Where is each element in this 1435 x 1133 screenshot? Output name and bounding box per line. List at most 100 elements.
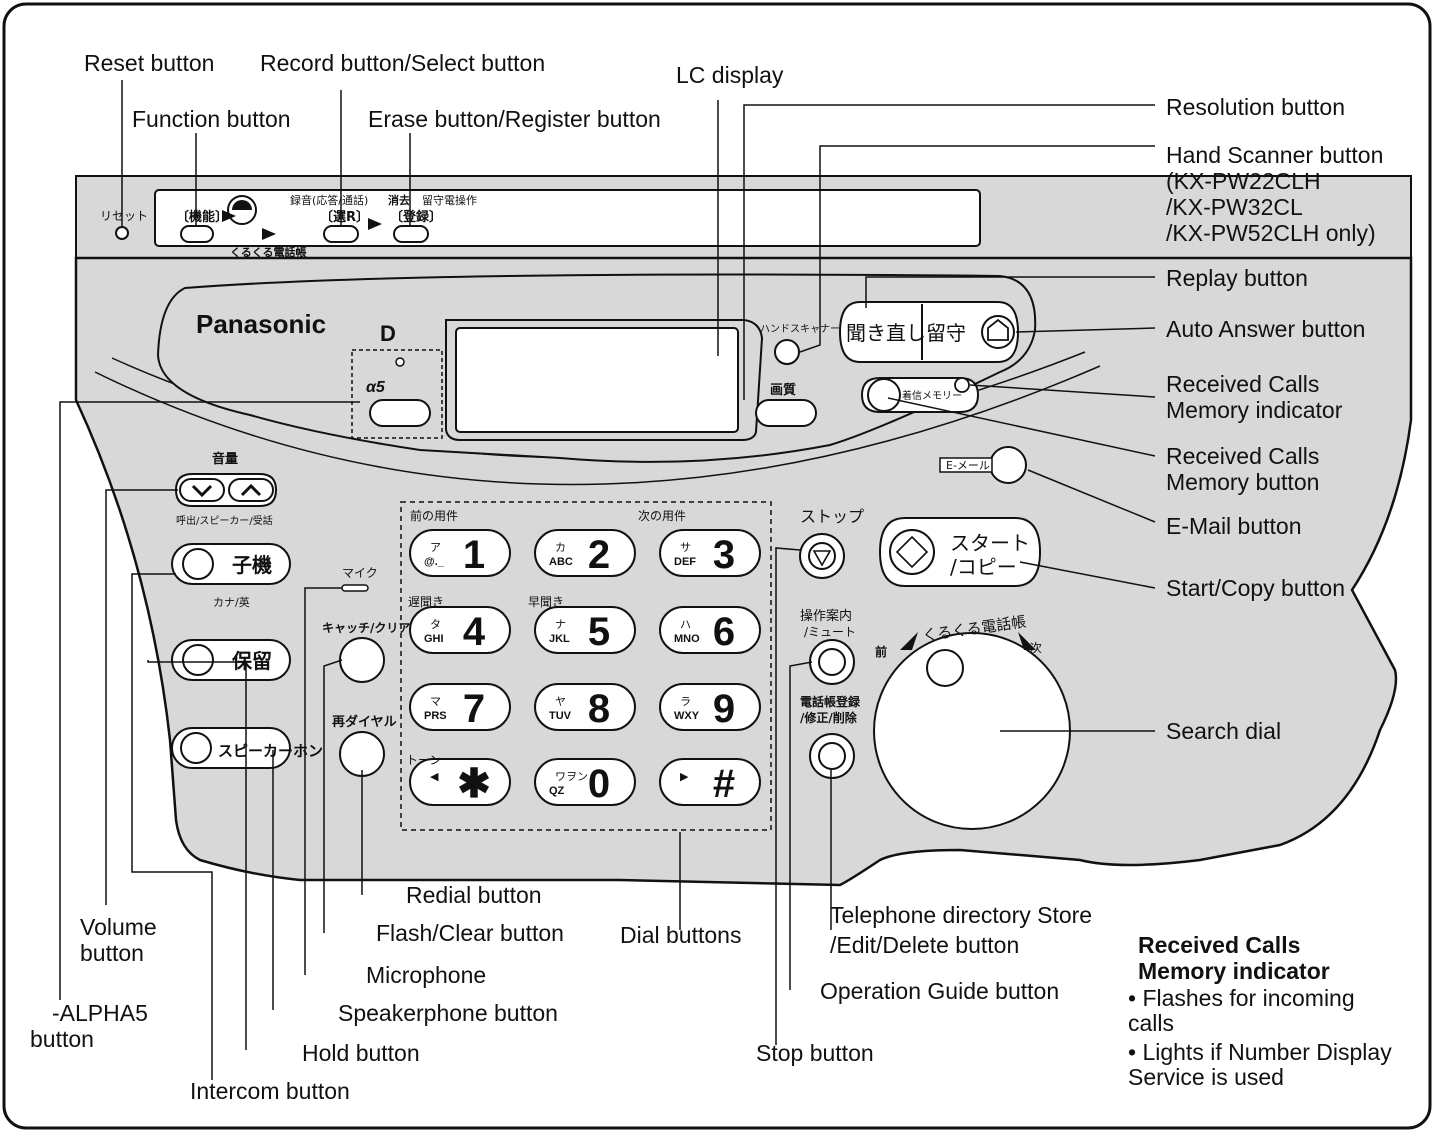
- mark-kuru-s: くるくる電話帳: [230, 245, 307, 259]
- svg-text:マ: マ: [430, 695, 441, 708]
- dial-key-star[interactable]: ◀✱: [409, 758, 511, 806]
- microphone: [341, 584, 369, 592]
- mark-sel: 〔選R〕: [320, 209, 369, 225]
- callout-hs-model1: (KX-PW22CLH: [1166, 168, 1321, 194]
- rc-memory-button[interactable]: [867, 378, 901, 412]
- callout-replay: Replay button: [1166, 265, 1308, 291]
- volume-down-button[interactable]: [179, 478, 225, 502]
- svg-text:ラ: ラ: [680, 695, 691, 708]
- svg-text:QZ: QZ: [549, 785, 565, 797]
- mark-reset: リセット: [100, 209, 148, 223]
- cover-strip: [154, 189, 981, 247]
- callout-rc-button-1: Received Calls: [1166, 443, 1320, 469]
- mark-catch: キャッチ/クリア: [322, 621, 410, 635]
- email-button[interactable]: [989, 446, 1027, 484]
- callout-start-copy: Start/Copy button: [1166, 575, 1345, 601]
- dial-key-3[interactable]: サ DEF 3: [659, 529, 761, 577]
- mark-start2: /コピー: [950, 555, 1017, 579]
- svg-text:8: 8: [588, 687, 610, 731]
- svg-text:▶: ▶: [680, 770, 689, 783]
- note-title-1: Received Calls: [1138, 932, 1301, 958]
- mark-res: 画質: [770, 382, 796, 398]
- mark-nextitem: 次の用件: [638, 509, 686, 523]
- svg-text:3: 3: [713, 533, 735, 577]
- register-button[interactable]: [393, 225, 429, 243]
- mark-replay: 聞き直し: [846, 321, 926, 345]
- volume-up-button[interactable]: [228, 478, 274, 502]
- mark-strip2: 消去: [388, 193, 410, 207]
- dial-key-1[interactable]: ア@._1: [409, 529, 511, 577]
- callout-microphone: Microphone: [366, 962, 487, 988]
- svg-text:GHI: GHI: [424, 633, 444, 645]
- svg-text:6: 6: [713, 610, 735, 654]
- dial-key-hash[interactable]: ▶#: [659, 758, 761, 806]
- reset-button[interactable]: [115, 226, 129, 240]
- mark-stop: ストップ: [800, 507, 864, 526]
- mark-rcm: 着信メモリー: [902, 389, 962, 402]
- function-button[interactable]: [180, 225, 214, 243]
- resolution-button[interactable]: [755, 399, 817, 427]
- note-title-2: Memory indicator: [1138, 958, 1330, 984]
- svg-text:ア: ア: [430, 541, 441, 554]
- svg-text:ワヲン: ワヲン: [555, 770, 588, 783]
- callout-email: E-Mail button: [1166, 513, 1302, 539]
- mark-strip1: 録音(応答/通話): [290, 193, 368, 207]
- svg-text:2: 2: [588, 533, 610, 577]
- mark-brand: Panasonic: [196, 309, 326, 339]
- flash-clear-button[interactable]: [339, 637, 385, 683]
- note-item-2a: • Lights if Number Display: [1128, 1039, 1392, 1065]
- callout-rc-indicator-1: Received Calls: [1166, 371, 1320, 397]
- svg-text:7: 7: [463, 687, 485, 731]
- select-button[interactable]: [323, 225, 359, 243]
- mark-brandd: D: [380, 321, 396, 346]
- mark-mic: マイク: [342, 566, 378, 580]
- mark-strip3: 留守電操作: [422, 193, 477, 207]
- note-item-1b: calls: [1128, 1010, 1175, 1036]
- redial-button[interactable]: [339, 731, 385, 777]
- mark-next: 次: [1030, 641, 1042, 655]
- callout-speakerphone: Speakerphone button: [338, 1000, 558, 1026]
- lc-display: [455, 327, 739, 433]
- mark-slow: 遅聞き: [408, 595, 444, 609]
- leader-lines: [59, 80, 1156, 1080]
- callout-auto-answer: Auto Answer button: [1166, 316, 1366, 342]
- svg-text:DEF: DEF: [674, 556, 696, 568]
- callout-alpha-1: -ALPHA5: [52, 1000, 148, 1026]
- callout-dial-buttons: Dial buttons: [620, 922, 742, 948]
- callout-volume-1: Volume: [80, 914, 157, 940]
- callout-function: Function button: [132, 106, 291, 132]
- alpha-button[interactable]: [369, 399, 431, 427]
- callout-record-select: Record button/Select button: [260, 50, 546, 76]
- callout-reset: Reset button: [84, 50, 215, 76]
- callout-flash-clear: Flash/Clear button: [376, 920, 564, 946]
- mark-kana: カナ/英: [213, 595, 250, 609]
- callout-rc-indicator-2: Memory indicator: [1166, 397, 1343, 423]
- callout-lc-display: LC display: [676, 62, 784, 88]
- svg-text:WXY: WXY: [674, 710, 700, 722]
- callout-resolution: Resolution button: [1166, 94, 1346, 120]
- svg-text:ABC: ABC: [549, 556, 573, 568]
- note-item-2b: Service is used: [1128, 1064, 1284, 1090]
- hand-scanner-button[interactable]: [774, 339, 800, 365]
- callout-op-guide: Operation Guide button: [820, 978, 1060, 1004]
- svg-text:サ: サ: [680, 541, 691, 554]
- alpha-box: [351, 349, 443, 439]
- note-item-1a: • Flashes for incoming: [1128, 985, 1355, 1011]
- dial-box: [400, 501, 772, 831]
- svg-text:ヤ: ヤ: [555, 695, 566, 708]
- svg-text:ハ: ハ: [680, 618, 691, 631]
- callout-search-dial: Search dial: [1166, 718, 1282, 744]
- mark-og2: /ミュート: [804, 625, 856, 639]
- mark-alpha: α5: [366, 379, 386, 396]
- svg-text:◀: ◀: [430, 770, 439, 783]
- callout-volume-2: button: [80, 940, 144, 966]
